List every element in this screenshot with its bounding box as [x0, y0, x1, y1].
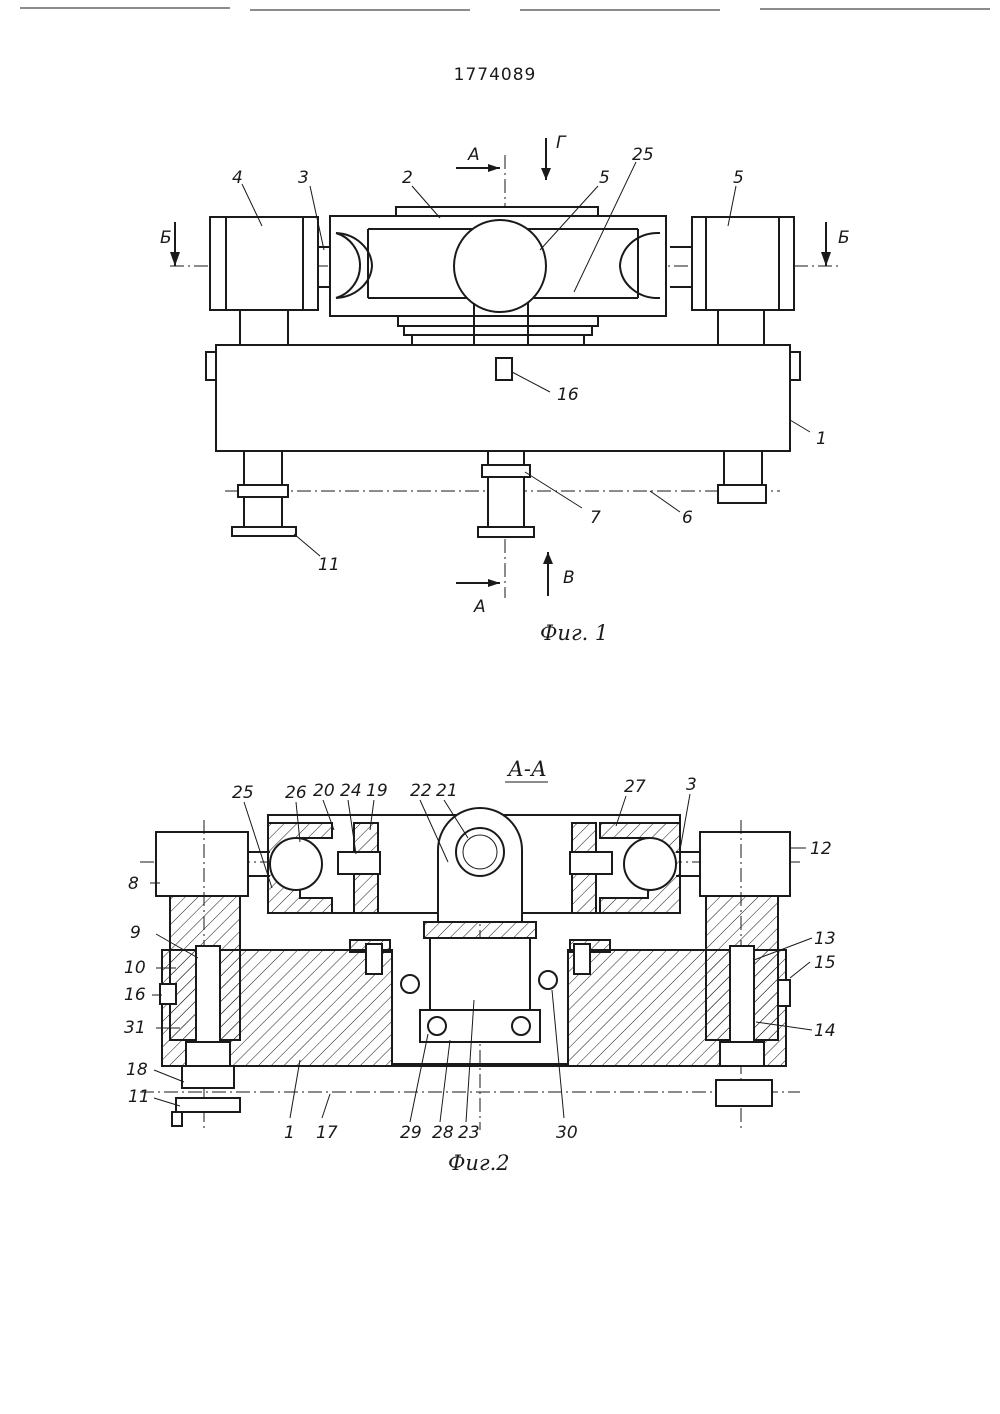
fig2-label-31: 31	[124, 1018, 146, 1038]
fig2-label-19: 19	[366, 781, 388, 801]
fig2-label-15: 15	[814, 953, 836, 973]
figure-1: 4 3 2 5 25 5 16 1 7 6 11 Б Б А А Г В Фиг…	[160, 133, 850, 645]
fig1-view-v: В	[563, 568, 575, 588]
fig2-label-26: 26	[285, 783, 307, 803]
fig1-label-1: 1	[816, 429, 827, 449]
fig1-label-5-right: 5	[733, 168, 744, 188]
fig2-label-11: 11	[128, 1087, 150, 1107]
fig2-label-17: 17	[316, 1123, 338, 1143]
fig1-label-25: 25	[632, 145, 654, 165]
key-16b	[160, 984, 176, 1004]
fig2-label-10: 10	[124, 958, 146, 978]
fig2-label-29: 29	[400, 1123, 422, 1143]
bearing-29	[428, 1017, 446, 1035]
key-15	[778, 980, 790, 1006]
fig2-label-27: 27	[624, 777, 646, 797]
drive-12	[700, 832, 790, 896]
figure-2: А-А	[124, 757, 836, 1175]
fig1-label-6: 6	[682, 508, 693, 528]
nut-18	[182, 1066, 234, 1088]
screw-14	[730, 946, 754, 1042]
fig2-label-1: 1	[284, 1123, 295, 1143]
fig2-label-3: 3	[686, 775, 697, 795]
part-7	[482, 465, 530, 477]
fig1-section-b-right: Б	[838, 228, 850, 248]
fig2-label-12: 12	[810, 839, 832, 859]
fig2-label-22: 22	[410, 781, 432, 801]
left-column	[240, 310, 288, 345]
fig2-label-14: 14	[814, 1021, 836, 1041]
fig1-label-5-central: 5	[599, 168, 610, 188]
fig2-caption: Фиг.2	[448, 1151, 510, 1175]
fig2-label-24: 24	[340, 781, 362, 801]
fig1-label-3: 3	[298, 168, 309, 188]
fig1-section-a-top: А	[467, 145, 480, 165]
foot-11b	[176, 1098, 240, 1112]
fig2-label-23: 23	[458, 1123, 480, 1143]
fig1-label-7: 7	[590, 508, 601, 528]
fig2-label-21: 21	[436, 781, 458, 801]
fig1-view-g: Г	[556, 133, 567, 153]
ball-25	[270, 838, 322, 890]
fig1-section-b-left: Б	[160, 228, 172, 248]
bearing-30	[539, 971, 557, 989]
patent-number: 1774089	[454, 65, 537, 85]
fig2-label-16: 16	[124, 985, 146, 1005]
fig2-label-30: 30	[556, 1123, 578, 1143]
fig2-label-13: 13	[814, 929, 836, 949]
scan-border-marks	[20, 8, 990, 10]
fig1-caption: Фиг. 1	[540, 621, 608, 645]
fig2-label-25: 25	[232, 783, 254, 803]
fig2-section-title: А-А	[506, 757, 547, 781]
pin-24	[338, 852, 380, 874]
fig2-label-18: 18	[126, 1060, 148, 1080]
fig1-label-2: 2	[402, 168, 413, 188]
drive-8	[156, 832, 248, 896]
fig2-label-20: 20	[313, 781, 335, 801]
foot-11	[232, 527, 296, 536]
screw-10	[196, 946, 220, 1042]
fig2-label-9: 9	[130, 923, 141, 943]
fig1-label-16: 16	[557, 385, 579, 405]
right-column	[718, 310, 764, 345]
central-ball-5	[454, 220, 546, 312]
fig2-label-8: 8	[128, 874, 139, 894]
fig1-label-4: 4	[232, 168, 243, 188]
key-16	[496, 358, 512, 380]
fig1-label-11: 11	[318, 555, 340, 575]
fig2-label-28: 28	[432, 1123, 454, 1143]
fig1-section-a-bottom: А	[473, 597, 486, 617]
